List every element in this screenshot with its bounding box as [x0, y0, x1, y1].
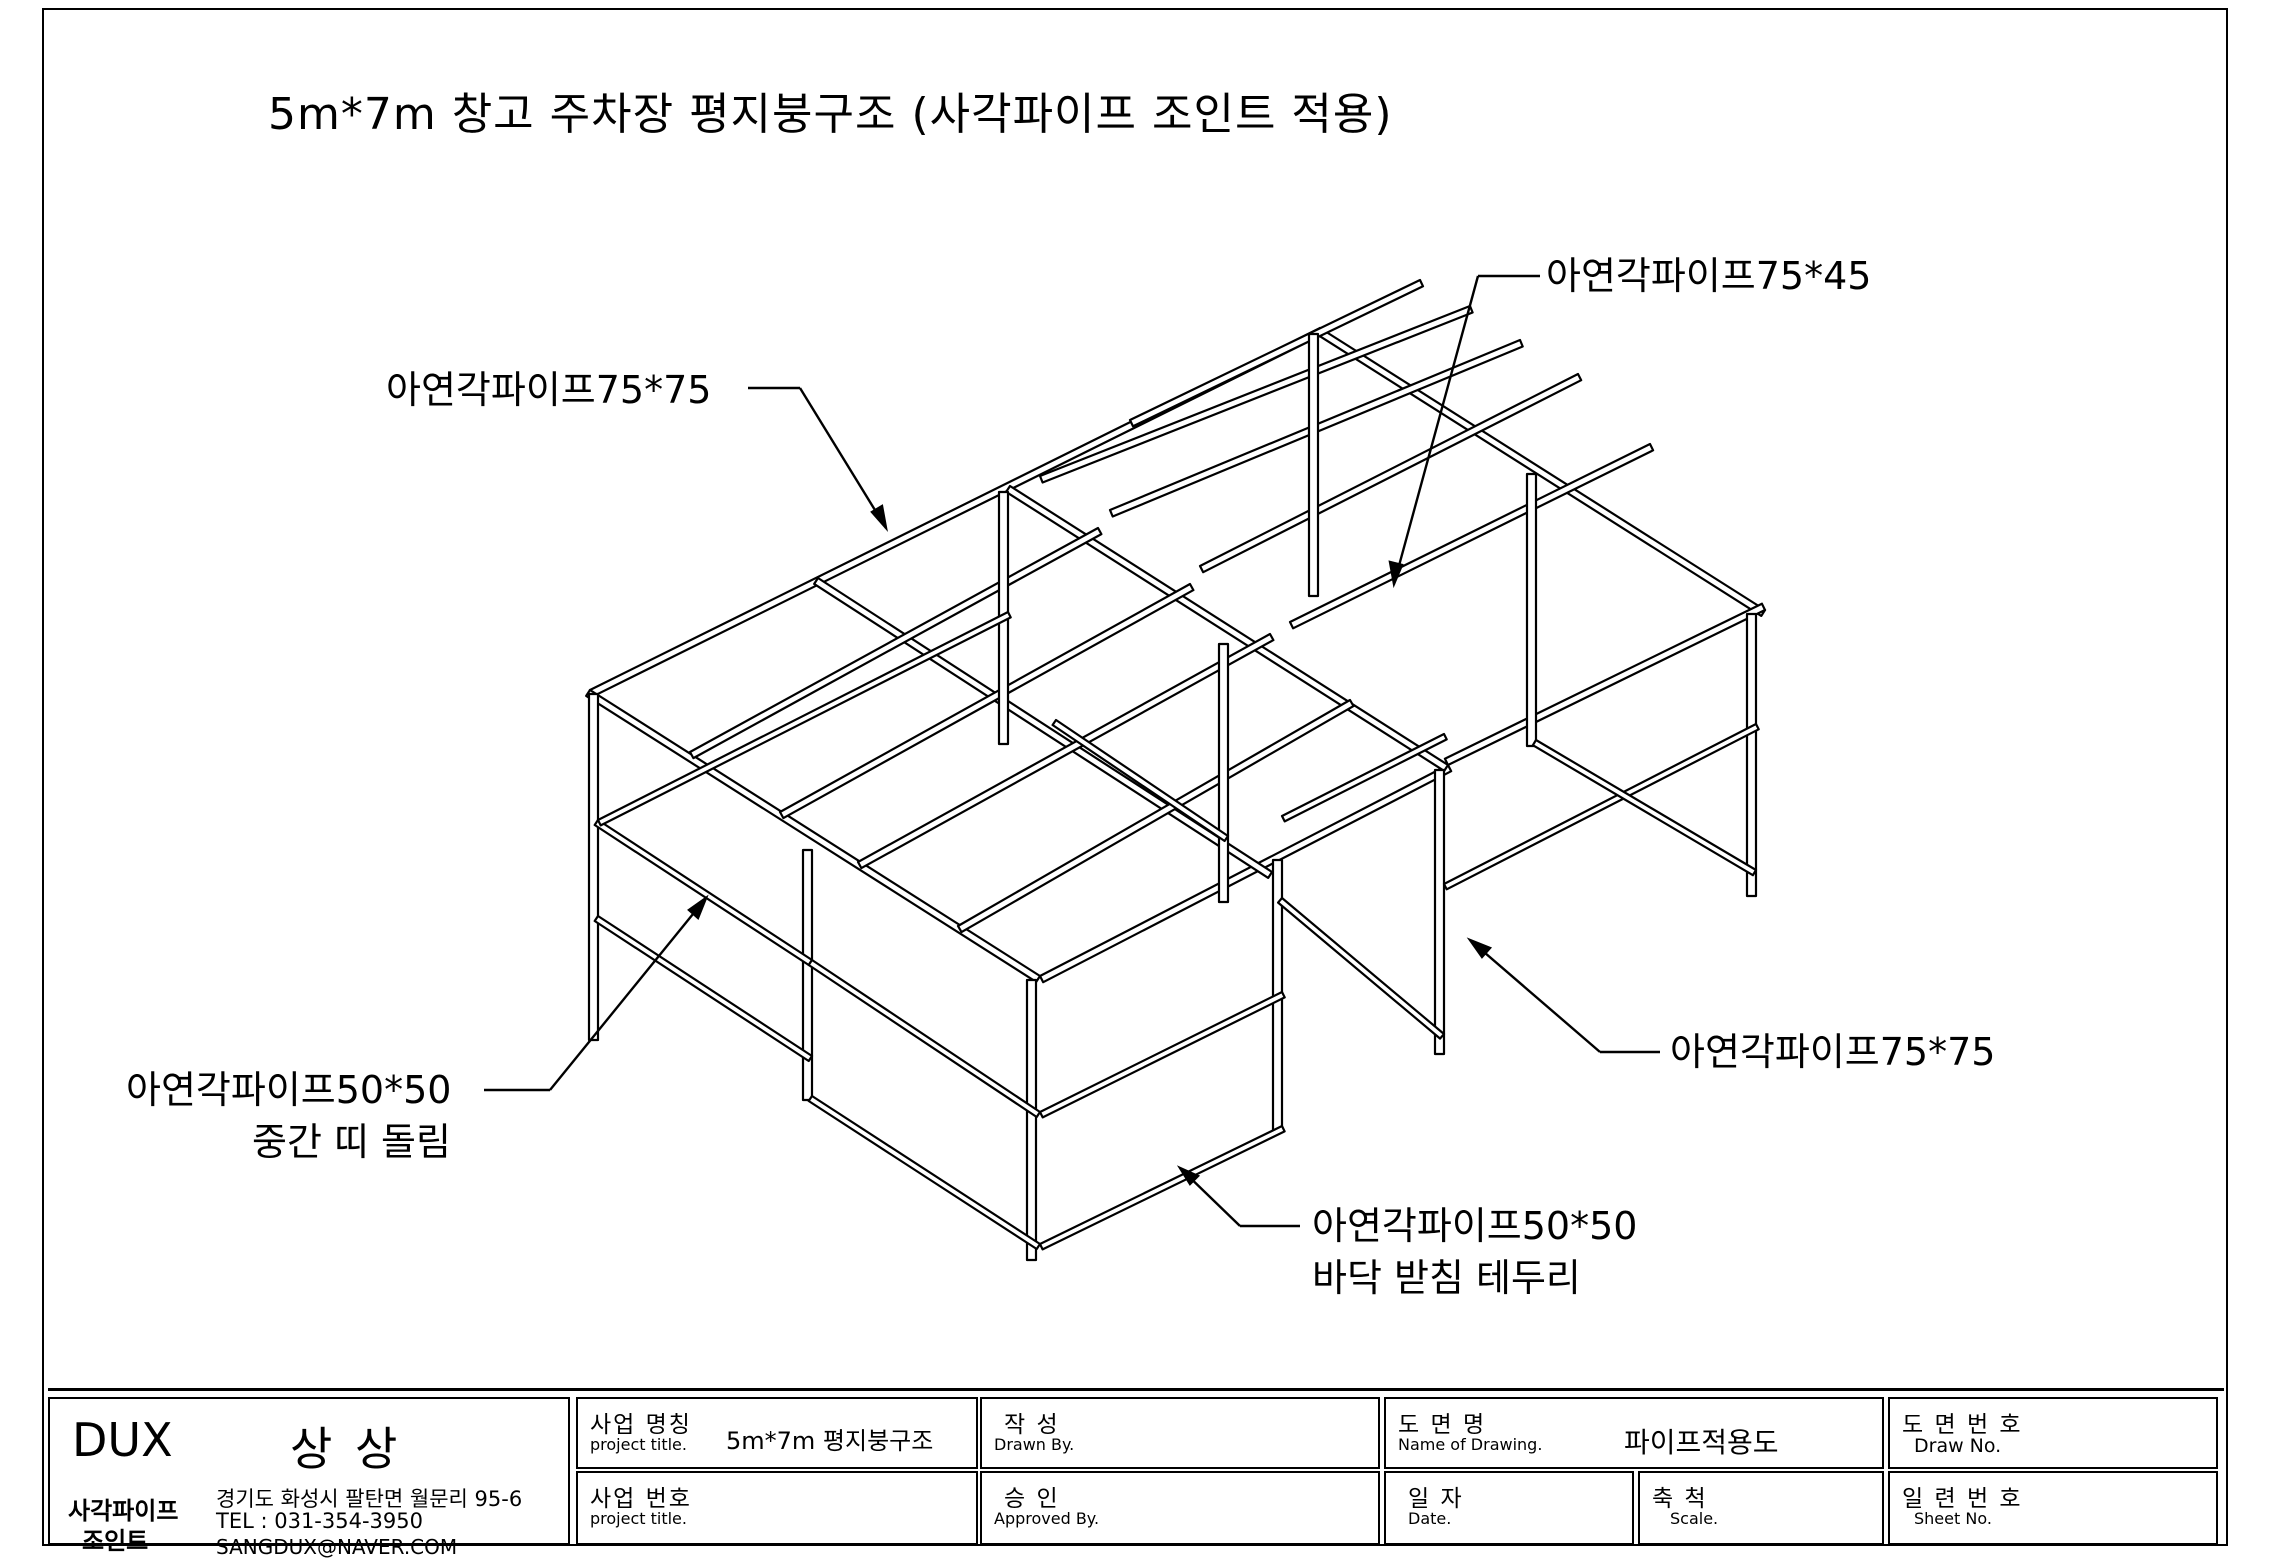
post-front-mid [801, 848, 814, 1102]
draw-no-cell: 도 면 번 호 Draw No. [1888, 1397, 2218, 1469]
scale-cell: 축 척 Scale. [1638, 1471, 1884, 1545]
sheet-no-cell: 일 련 번 호 Sheet No. [1888, 1471, 2218, 1545]
structure-lines [585, 278, 1767, 1262]
approved-by-sub: Approved By. [994, 1509, 1100, 1528]
roof-purlin-8 [856, 632, 1275, 870]
roof-purlin-7 [778, 582, 1195, 820]
post-back-inner [1525, 472, 1538, 748]
callout-left-line1: 아연각파이프50*50 [126, 1068, 452, 1112]
roof-purlin-2 [1038, 304, 1474, 484]
product-line1: 사각파이프 [68, 1497, 179, 1525]
approved-by-cell: 승 인 Approved By. [980, 1471, 1380, 1545]
project-no-sub: project title. [590, 1509, 687, 1528]
title-block: DUX 상 상 사각파이프 조인트 경기도 화성시 팔탄면 월문리 95-6 T… [48, 1388, 2224, 1559]
scale-sub: Scale. [1670, 1509, 1719, 1528]
drawing-name-label: 도 면 명 [1398, 1412, 1487, 1438]
roof-edge-front-right-b [1038, 763, 1453, 984]
base-right-side [1442, 722, 1760, 891]
sheet-no-label: 일 련 번 호 [1902, 1486, 2023, 1512]
base-left-side [593, 914, 814, 1063]
leader-lines [484, 274, 1660, 1228]
callout-bottom-line2: 바닥 받침 테두리 [1312, 1256, 1581, 1300]
drawn-by-cell: 작 성 Drawn By. [980, 1397, 1380, 1469]
post-front-right [1433, 768, 1446, 1056]
base-front-right [1276, 896, 1446, 1040]
callout-left-line2: 중간 띠 돌림 [252, 1120, 451, 1164]
callout-mid-right: 아연각파이프75*75 [1670, 1030, 1996, 1074]
company-address: 경기도 화성시 팔탄면 월문리 95-6 [216, 1487, 523, 1511]
girt-front-left [807, 958, 1042, 1119]
callout-bottom-line1: 아연각파이프50*50 [1312, 1204, 1638, 1248]
date-sub: Date. [1408, 1509, 1452, 1528]
roof-purlin-4 [1198, 372, 1583, 574]
date-label: 일 자 [1408, 1486, 1464, 1512]
base-front-left [807, 1094, 1042, 1251]
roof-purlin-1 [1128, 278, 1425, 428]
roof-purlin-5 [1288, 442, 1655, 630]
post-back-center [1307, 332, 1320, 598]
girt-front-mid [1038, 990, 1286, 1119]
product-line2: 조인트 [82, 1527, 149, 1555]
roof-edge-front-right-a [1443, 602, 1767, 767]
base-inner-a [1051, 718, 1230, 843]
company-email: SANGDUX@NAVER.COM [216, 1535, 458, 1559]
leader-top-left-diag [798, 387, 888, 529]
drawn-by-label: 작 성 [1004, 1412, 1060, 1438]
project-no-cell: 사업 번호 project title. [576, 1471, 978, 1545]
roof-beam-cross-a [813, 576, 1274, 880]
post-front-left [587, 692, 600, 1042]
post-inner-center [1217, 642, 1230, 904]
approved-by-label: 승 인 [1004, 1486, 1060, 1512]
project-no-label: 사업 번호 [590, 1486, 692, 1512]
company-cell: DUX 상 상 사각파이프 조인트 경기도 화성시 팔탄면 월문리 95-6 T… [48, 1397, 570, 1559]
girt-front-right [1280, 732, 1448, 823]
sheet-no-sub: Sheet No. [1914, 1509, 1992, 1528]
arrowhead-left [687, 894, 709, 921]
company-name: DUX [72, 1413, 173, 1467]
arrowhead-top-right [1388, 560, 1404, 589]
draw-no-label: 도 면 번 호 [1902, 1412, 2023, 1438]
drawing-title: 5m*7m 창고 주차장 평지붕구조 (사각파이프 조인트 적용) [268, 89, 1393, 140]
project-name-value: 5m*7m 평지붕구조 [726, 1427, 934, 1455]
drawing-name-value: 파이프적용도 [1624, 1426, 1779, 1459]
leader-left-diag [549, 897, 707, 1091]
post-front-corner [1025, 978, 1038, 1262]
arrowhead-top-left [870, 504, 888, 533]
scale-label: 축 척 [1652, 1486, 1708, 1512]
date-cell: 일 자 Date. [1384, 1471, 1634, 1545]
company-name-kr: 상 상 [290, 1422, 402, 1476]
arrowhead-mid-right [1466, 937, 1493, 959]
project-name-label: 사업 명칭 [590, 1412, 692, 1438]
arrowhead-bottom [1176, 1165, 1201, 1186]
company-tel: TEL : 031-354-3950 [216, 1509, 423, 1533]
leader-top-right-diag [1392, 275, 1480, 585]
callout-top-left: 아연각파이프75*75 [386, 368, 712, 412]
project-name-cell: 사업 명칭 project title. 5m*7m 평지붕구조 [576, 1397, 978, 1469]
base-inner-b [1531, 738, 1758, 877]
drawing-name-sub: Name of Drawing. [1398, 1435, 1543, 1454]
project-name-sub: project title. [590, 1435, 687, 1454]
post-back-right [1745, 612, 1758, 898]
leader-mid-right-diag [1469, 939, 1601, 1053]
drawing-frame [42, 8, 2228, 1546]
draw-no-sub: Draw No. [1914, 1435, 2002, 1457]
drawn-by-sub: Drawn By. [994, 1435, 1075, 1454]
girt-left-back [596, 610, 1012, 827]
base-front-mid [1038, 1124, 1286, 1251]
callout-top-right: 아연각파이프75*45 [1546, 254, 1872, 298]
drawing-name-cell: 도 면 명 Name of Drawing. 파이프적용도 [1384, 1397, 1884, 1469]
